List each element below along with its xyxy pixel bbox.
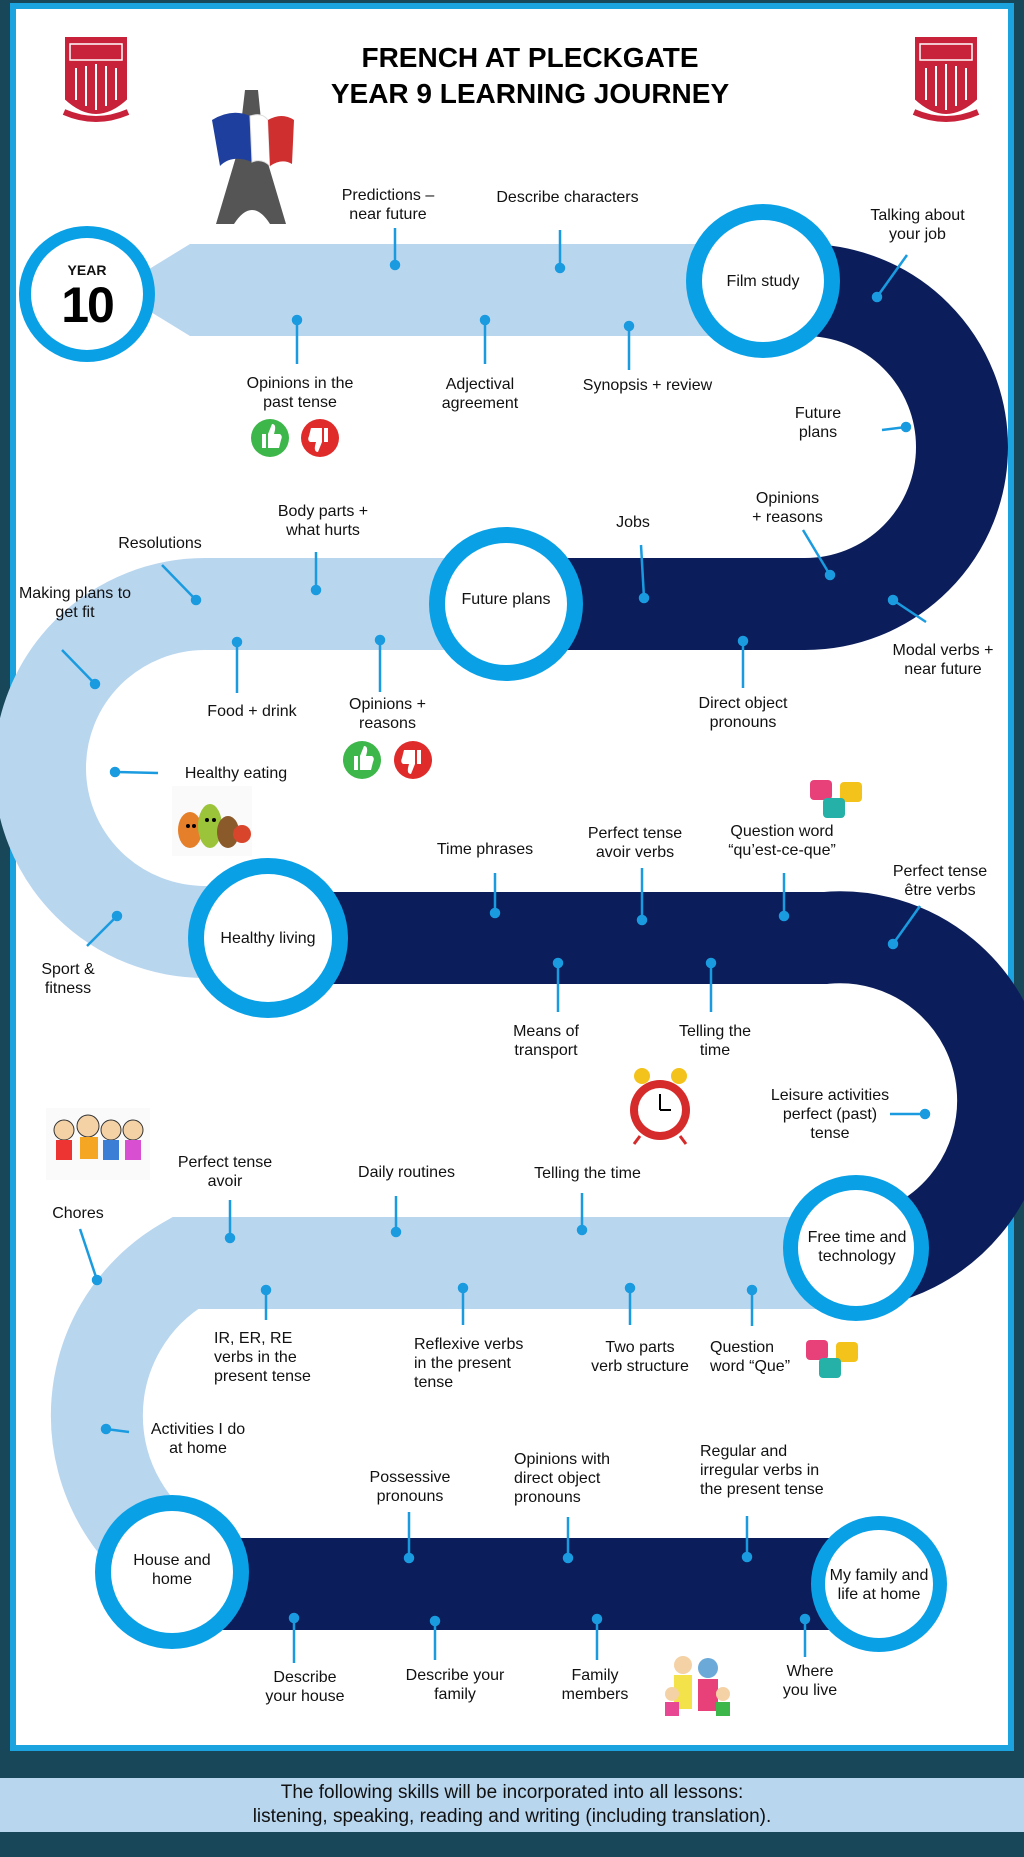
label-making-plans: Making plans to get fit <box>18 585 132 621</box>
french-flag-icon <box>212 112 294 168</box>
label-question-quest: Question word “qu’est-ce-que” <box>728 823 836 859</box>
label-describe-characters: Describe characters <box>496 189 639 206</box>
node-free-time: Free time and technology <box>807 1229 907 1265</box>
label-two-parts: Two parts verb structure <box>591 1339 689 1375</box>
label-means-transport: Means of transport <box>513 1023 579 1059</box>
label-reflexive: Reflexive verbs in the present tense <box>414 1336 524 1391</box>
label-possessive: Possessive pronouns <box>369 1469 451 1505</box>
node-house-home: House and home <box>133 1552 211 1588</box>
thumbs-down-icon <box>394 741 432 779</box>
label-opinions-dop: Opinions with direct object pronouns <box>514 1451 611 1506</box>
footer-line2: listening, speaking, reading and writing… <box>252 1806 772 1827</box>
label-opinions-past: Opinions in the past tense <box>246 375 354 411</box>
children-group-icon <box>46 1108 150 1180</box>
question-bubbles-icon <box>810 780 862 818</box>
label-chores: Chores <box>52 1205 104 1222</box>
thumbs-up-icon <box>251 419 289 457</box>
question-bubbles-icon <box>806 1340 858 1378</box>
node-film-study: Film study <box>726 273 800 290</box>
year-badge <box>19 226 155 362</box>
node-healthy-living: Healthy living <box>220 930 316 947</box>
label-perfect-avoir: Perfect tense avoir <box>177 1154 273 1190</box>
label-leisure: Leisure activities perfect (past) tense <box>770 1087 890 1142</box>
thumbs-down-icon <box>301 419 339 457</box>
label-resolutions: Resolutions <box>118 535 202 552</box>
label-telling-time-2: Telling the time <box>534 1165 641 1182</box>
node-future-plans: Future plans <box>461 591 551 608</box>
label-direct-object: Direct object pronouns <box>698 695 788 731</box>
vegetable-characters-icon <box>172 786 252 856</box>
alarm-clock-icon <box>630 1068 690 1145</box>
label-jobs: Jobs <box>616 514 650 531</box>
label-question-que: Question word “Que” <box>710 1339 791 1375</box>
school-logo-right-icon <box>912 35 980 122</box>
label-talking-job: Talking about your job <box>870 207 965 243</box>
label-activities-home: Activities I do at home <box>150 1421 246 1457</box>
thumbs-up-icon <box>343 741 381 779</box>
label-future-plans: Future plans <box>794 405 842 441</box>
year-number: 10 <box>61 277 115 333</box>
label-perfect-etre: Perfect tense être verbs <box>892 863 988 899</box>
label-ir-er-re: IR, ER, RE verbs in the present tense <box>214 1330 311 1385</box>
node-family-life: My family and life at home <box>829 1567 929 1603</box>
label-opinions-reasons-right: Opinions + reasons <box>752 490 823 526</box>
label-healthy-eating: Healthy eating <box>184 765 288 782</box>
label-opinions-reasons-mid: Opinions + reasons <box>349 696 426 732</box>
label-synopsis: Synopsis + review <box>582 377 713 394</box>
label-body-parts: Body parts + what hurts <box>277 503 369 539</box>
family-group-icon <box>665 1656 730 1716</box>
label-food-drink: Food + drink <box>207 703 297 720</box>
year-label: YEAR <box>67 262 107 278</box>
connector-markers <box>61 228 931 1663</box>
school-logo-left-icon <box>62 35 130 122</box>
label-sport: Sport & fitness <box>41 961 95 997</box>
label-modal-verbs: Modal verbs + near future <box>892 642 994 678</box>
label-family-members: Family members <box>561 1667 629 1703</box>
node-circles <box>95 204 947 1652</box>
label-perfect-avoir-verbs: Perfect tense avoir verbs <box>587 825 683 861</box>
footer-line1: The following skills will be incorporate… <box>280 1782 744 1803</box>
page-title-line1: FRENCH AT PLECKGATE <box>361 42 699 73</box>
label-adjectival: Adjectival agreement <box>441 376 519 412</box>
label-regular-irregular: Regular and irregular verbs in the prese… <box>700 1443 824 1498</box>
label-where-live: Where you live <box>782 1663 838 1699</box>
skills-footer: The following skills will be incorporate… <box>0 1778 1024 1832</box>
label-describe-family: Describe your family <box>405 1667 505 1703</box>
label-time-phrases: Time phrases <box>436 841 534 858</box>
label-telling-time-1: Telling the time <box>678 1023 752 1059</box>
label-daily-routines: Daily routines <box>358 1164 455 1181</box>
label-describe-house: Describe your house <box>265 1669 345 1705</box>
label-predictions: Predictions – near future <box>341 187 435 223</box>
page-title-line2: YEAR 9 LEARNING JOURNEY <box>330 78 730 109</box>
